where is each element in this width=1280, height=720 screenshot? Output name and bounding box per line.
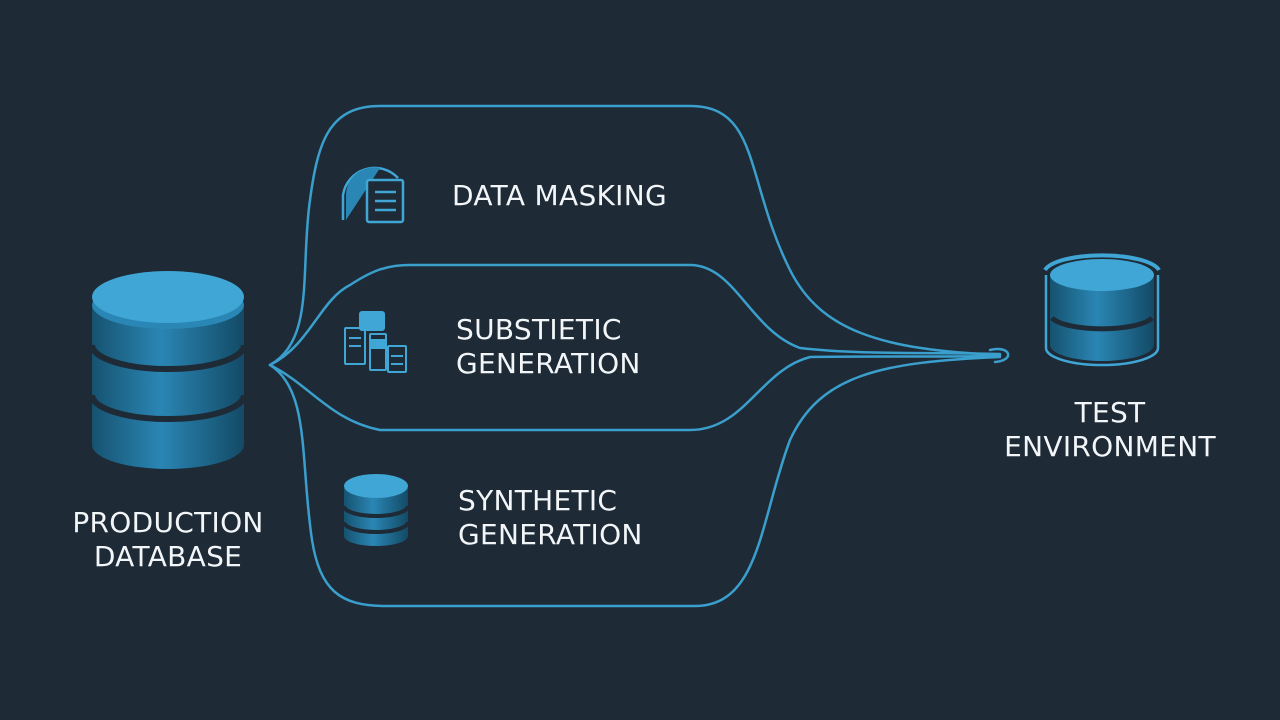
test-environment-label-line2: ENVIRONMENT	[1004, 430, 1216, 463]
substietic-generation-label: SUBSTIETIC GENERATION	[456, 313, 641, 381]
synthetic-generation-label-line2: GENERATION	[458, 518, 643, 551]
flow-line-data-masking	[268, 104, 1002, 367]
flow-line-substietic-generation	[268, 263, 1002, 367]
production-database-label: PRODUCTION DATABASE	[48, 506, 288, 574]
synthetic-database-icon	[342, 474, 410, 546]
production-database-label-line1: PRODUCTION	[72, 506, 264, 539]
flow-line-synthetic-generation	[268, 355, 1002, 608]
data-masking-label: DATA MASKING	[452, 179, 667, 213]
substietic-generation-label-line1: SUBSTIETIC	[456, 313, 622, 346]
data-blocks-icon	[344, 311, 407, 373]
substietic-generation-label-line2: GENERATION	[456, 347, 641, 380]
production-database-icon	[89, 271, 247, 469]
flow-line-substietic-generation-lower	[268, 354, 1002, 432]
test-environment-label: TEST ENVIRONMENT	[980, 396, 1240, 464]
flow-convergence-tip	[988, 347, 1010, 364]
data-masking-label-line1: DATA MASKING	[452, 179, 667, 212]
test-environment-icon	[1043, 253, 1161, 367]
synthetic-generation-label: SYNTHETIC GENERATION	[458, 484, 643, 552]
synthetic-generation-label-line1: SYNTHETIC	[458, 484, 618, 517]
test-environment-label-line1: TEST	[1074, 396, 1146, 429]
masking-icon	[341, 166, 405, 224]
production-database-label-line2: DATABASE	[93, 540, 243, 573]
